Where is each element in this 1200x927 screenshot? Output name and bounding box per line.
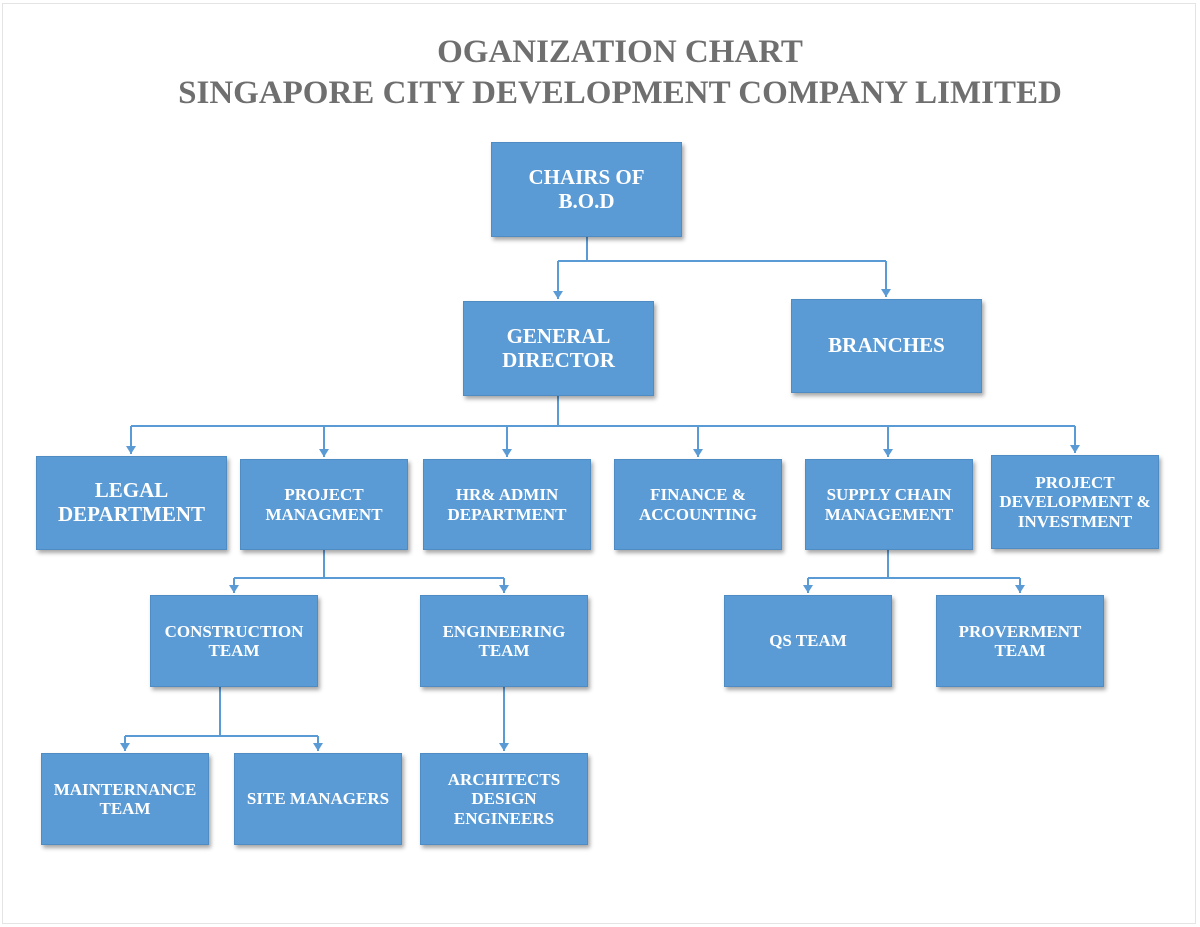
node-legal-department: LEGAL DEPARTMENT xyxy=(36,456,227,550)
node-maintenance-team: MAINTERNANCE TEAM xyxy=(41,753,209,845)
node-maintenance-team-label: MAINTERNANCE TEAM xyxy=(53,779,197,818)
node-proverment-team: PROVERMENT TEAM xyxy=(936,595,1104,687)
node-project-development-investment-label: PROJECT DEVELOPMENT & INVESTMENT xyxy=(999,473,1151,531)
node-general-director: GENERAL DIRECTOR xyxy=(463,301,654,396)
node-finance-accounting: FINANCE & ACCOUNTING xyxy=(614,459,782,550)
node-hr-admin-department-label: HR& ADMIN DEPARTMENT xyxy=(447,485,567,524)
node-proverment-team-label: PROVERMENT TEAM xyxy=(958,621,1082,660)
node-general-director-label: GENERAL DIRECTOR xyxy=(502,323,615,372)
node-branches-label: BRANCHES xyxy=(828,333,945,358)
node-qs-team-label: QS TEAM xyxy=(769,631,847,651)
node-construction-team: CONSTRUCTION TEAM xyxy=(150,595,318,687)
node-engineering-team-label: ENGINEERING TEAM xyxy=(442,621,566,660)
node-supply-chain-management-label: SUPPLY CHAIN MANAGEMENT xyxy=(824,485,954,524)
node-chairs-of-bod: CHAIRS OF B.O.D xyxy=(491,142,682,237)
node-qs-team: QS TEAM xyxy=(724,595,892,687)
node-legal-department-label: LEGAL DEPARTMENT xyxy=(57,478,206,526)
page-frame xyxy=(2,3,1196,924)
node-construction-team-label: CONSTRUCTION TEAM xyxy=(164,621,304,660)
node-project-development-investment: PROJECT DEVELOPMENT & INVESTMENT xyxy=(991,455,1159,549)
node-site-managers-label: SITE MANAGERS xyxy=(246,789,390,809)
node-project-managment-label: PROJECT MANAGMENT xyxy=(265,485,383,524)
company-name: SINGAPORE CITY DEVELOPMENT COMPANY LIMIT… xyxy=(178,75,1062,111)
node-branches: BRANCHES xyxy=(791,299,982,393)
node-site-managers: SITE MANAGERS xyxy=(234,753,402,845)
node-architects-design-engineers-label: ARCHITECTS DESIGN ENGINEERS xyxy=(447,770,561,828)
node-supply-chain-management: SUPPLY CHAIN MANAGEMENT xyxy=(805,459,973,550)
chart-title: OGANIZATION CHART xyxy=(437,34,803,70)
node-architects-design-engineers: ARCHITECTS DESIGN ENGINEERS xyxy=(420,753,588,845)
node-finance-accounting-label: FINANCE & ACCOUNTING xyxy=(638,485,758,524)
node-engineering-team: ENGINEERING TEAM xyxy=(420,595,588,687)
node-project-managment: PROJECT MANAGMENT xyxy=(240,459,408,550)
node-chairs-of-bod-label: CHAIRS OF B.O.D xyxy=(528,164,645,213)
node-hr-admin-department: HR& ADMIN DEPARTMENT xyxy=(423,459,591,550)
